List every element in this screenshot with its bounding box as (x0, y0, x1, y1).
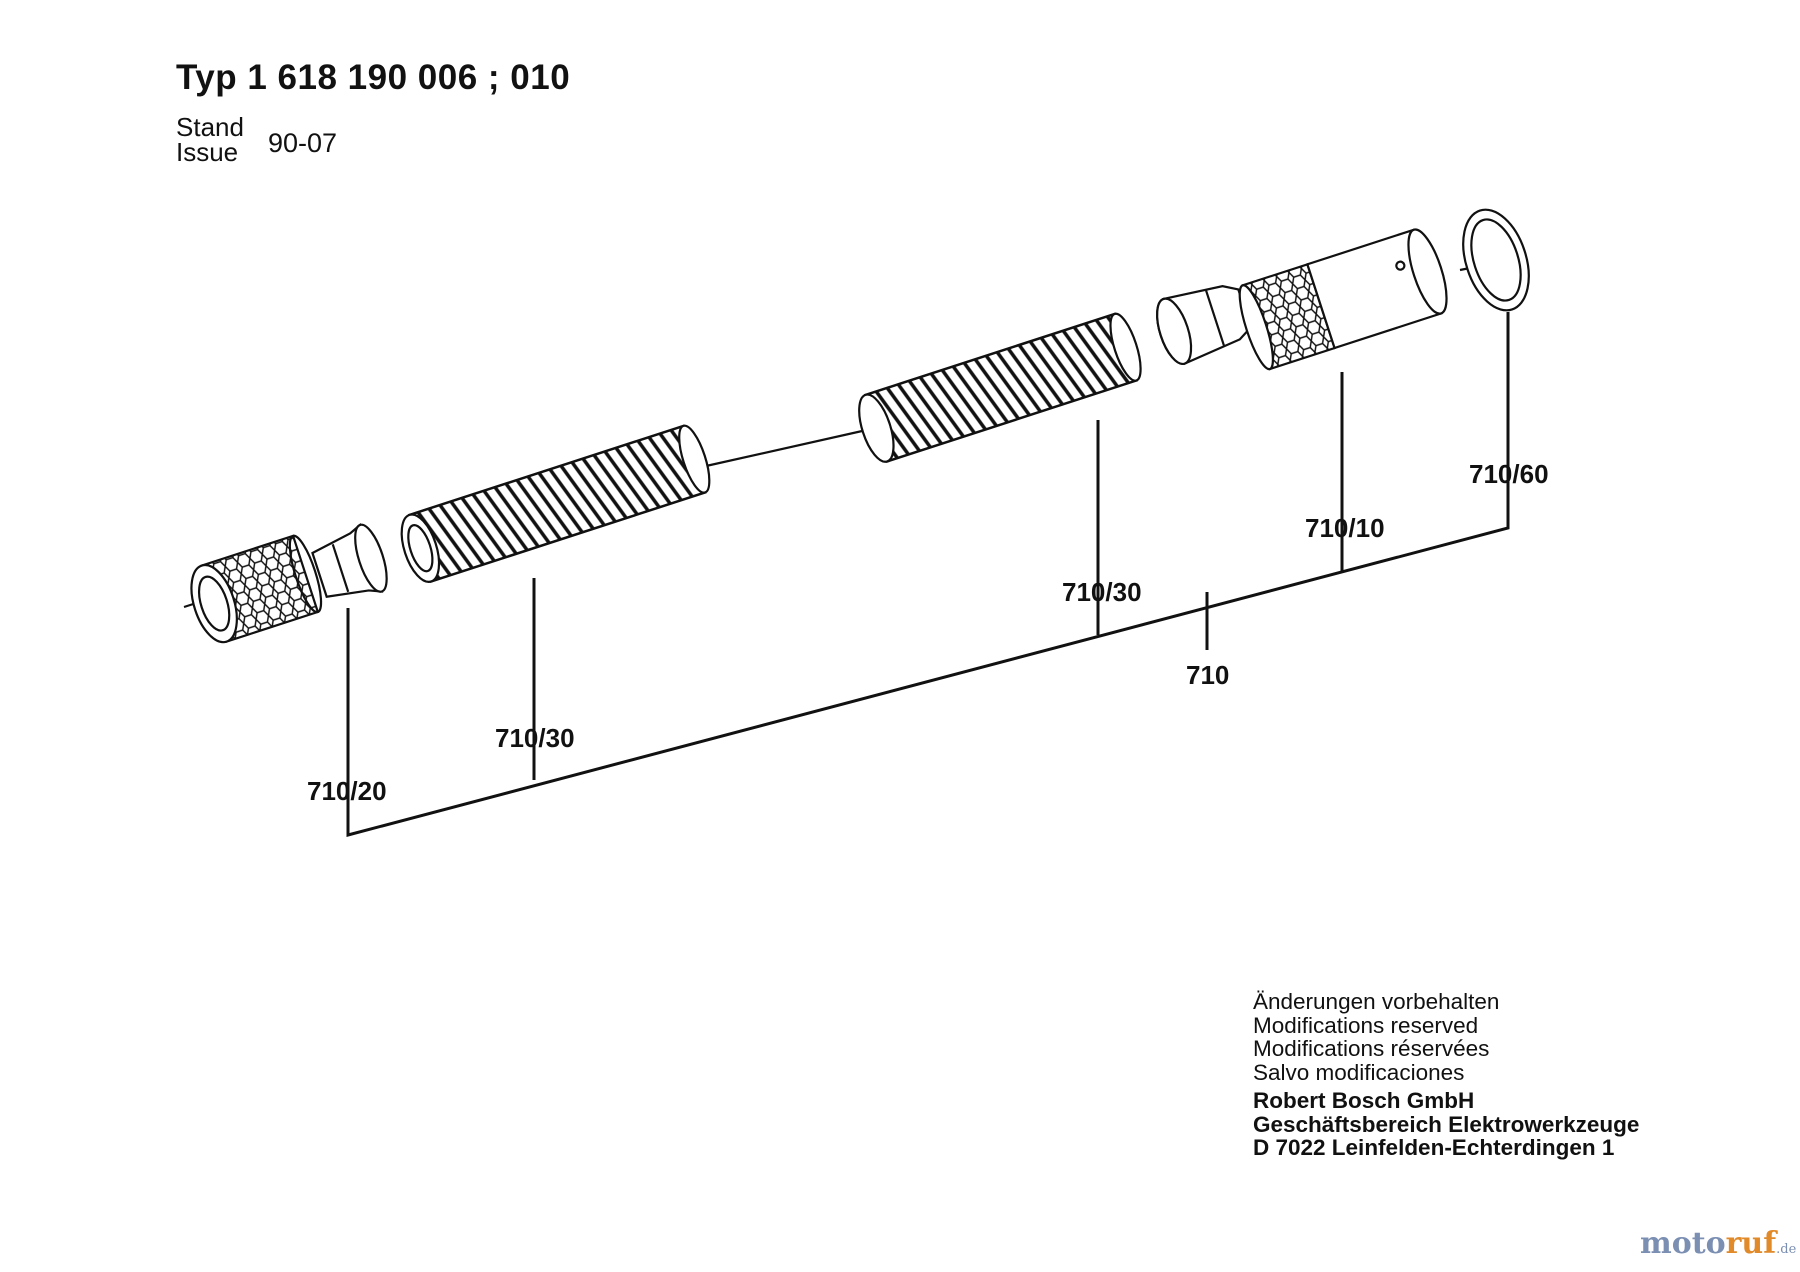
watermark-part: .de (1776, 1242, 1797, 1257)
legal-notes: Änderungen vorbehalten Modifications res… (1253, 990, 1639, 1160)
right-knurled-coupling (1238, 228, 1448, 371)
company-address: D 7022 Leinfelden-Echterdingen 1 (1253, 1135, 1615, 1160)
company-name: Robert Bosch GmbH (1253, 1088, 1475, 1113)
callout-710: 710 (1186, 660, 1229, 690)
issue-label: Issue (176, 137, 239, 167)
note-line: Modifications réservées (1253, 1036, 1490, 1061)
left-hose (400, 424, 711, 584)
callout-710-20: 710/20 (307, 776, 387, 806)
callout-710-10: 710/10 (1305, 513, 1385, 543)
left-knurled-nut (190, 534, 323, 644)
callout-710-60: 710/60 (1469, 459, 1549, 489)
note-line: Salvo modificaciones (1253, 1059, 1465, 1085)
watermark-part: moto (1640, 1226, 1726, 1261)
issue-date: 90-07 (268, 128, 338, 158)
note-line: Modifications reserved (1253, 1012, 1479, 1038)
stand-label: Stand (176, 112, 244, 142)
watermark-logo: motoruf.de (1640, 1226, 1796, 1261)
callout-710-30-right: 710/30 (1062, 577, 1142, 607)
left-adapter (311, 523, 388, 598)
axis-line (705, 425, 881, 468)
assembly-bracket (346, 510, 1510, 837)
right-hose (858, 312, 1142, 464)
callout-710-30-left: 710/30 (495, 723, 575, 753)
company-division: Geschäftsbereich Elektrowerkzeuge (1253, 1111, 1640, 1137)
part-type-title: Typ 1 618 190 006 ; 010 (176, 58, 571, 97)
note-line: Änderungen vorbehalten (1253, 989, 1500, 1014)
watermark-part: ruf (1725, 1226, 1777, 1261)
stand-issue-labels: Stand Issue (176, 112, 244, 167)
sealing-ring (1462, 208, 1530, 312)
